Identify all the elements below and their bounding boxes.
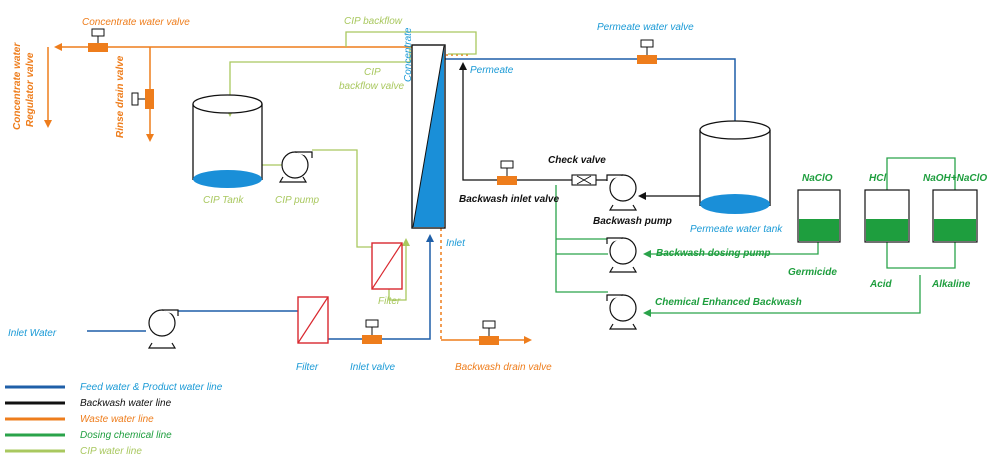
- permeate-tank-label: Permeate water tank: [690, 224, 783, 235]
- permeate-water-valve: [637, 39, 657, 64]
- naoh-naclo-tank: [932, 189, 978, 243]
- alkaline-label: Alkaline: [931, 279, 971, 290]
- concentrate-label: Concentrate: [403, 27, 414, 82]
- naclo-label: NaClO: [802, 173, 833, 184]
- permeate-water-tank: [699, 120, 771, 214]
- backwash-lines: [459, 62, 700, 200]
- legend-label-waste: Waste water line: [80, 414, 154, 425]
- legend-label-cip: CIP water line: [80, 446, 142, 457]
- cip-backflow-valve-label-1: CIP: [364, 67, 381, 78]
- cip-lines: [226, 31, 477, 301]
- cip-backflow-label: CIP backflow: [344, 16, 403, 27]
- legend: Feed water & Product water line Backwash…: [5, 382, 223, 457]
- acid-label: Acid: [869, 279, 893, 290]
- ceb-pump: [606, 294, 638, 330]
- backwash-dosing-pump: [606, 237, 638, 273]
- concentrate-valve-label: Concentrate water valve: [82, 17, 190, 28]
- cip-tank: [192, 94, 263, 188]
- backwash-pump-label: Backwash pump: [593, 216, 672, 227]
- upper-filter: [371, 242, 403, 290]
- feed-lines: [87, 58, 739, 340]
- inlet-label: Inlet: [446, 238, 466, 249]
- regulator-valve-label-1: Concentrate water: [12, 42, 23, 130]
- hcl-tank: [864, 189, 910, 243]
- cip-tank-label: CIP Tank: [203, 195, 244, 206]
- naoh-naclo-label: NaOH+NaClO: [923, 173, 987, 184]
- cip-backflow-valve-label-2: backflow valve: [339, 81, 404, 92]
- cip-pump: [278, 151, 313, 183]
- inlet-water-label: Inlet Water: [8, 328, 57, 339]
- legend-label-dosing: Dosing chemical line: [80, 430, 172, 441]
- check-valve-label: Check valve: [548, 155, 606, 166]
- inlet-valve-label: Inlet valve: [350, 362, 395, 373]
- concentrate-water-valve: [88, 28, 108, 52]
- inlet-pump: [147, 309, 179, 349]
- naclo-tank: [797, 189, 841, 243]
- permeate-label: Permeate: [470, 65, 514, 76]
- backwash-pump: [606, 174, 638, 211]
- lower-filter: [297, 296, 329, 344]
- germicide-label: Germicide: [788, 267, 837, 278]
- hcl-label: HCl: [869, 173, 886, 184]
- regulator-valve-label-2: Regulator valve: [25, 52, 36, 127]
- rinse-drain-valve-label: Rinse drain valve: [115, 55, 126, 138]
- ceb-label: Chemical Enhanced Backwash: [655, 297, 802, 308]
- backwash-drain-valve: [479, 320, 499, 345]
- upper-filter-label: Filter: [378, 296, 401, 307]
- legend-label-backwash: Backwash water line: [80, 398, 172, 409]
- lower-filter-label: Filter: [296, 362, 319, 373]
- rinse-drain-valve: [131, 89, 154, 109]
- permeate-valve-label: Permeate water valve: [597, 22, 694, 33]
- cip-pump-label: CIP pump: [275, 195, 320, 206]
- check-valve: [571, 174, 597, 186]
- backwash-inlet-valve: [497, 160, 517, 185]
- backwash-dosing-pump-label: Backwash dosing pump: [656, 248, 770, 259]
- dosing-lines: [555, 157, 956, 317]
- backwash-inlet-valve-label: Backwash inlet valve: [459, 194, 559, 205]
- legend-label-feed: Feed water & Product water line: [80, 382, 223, 393]
- inlet-valve: [362, 319, 382, 344]
- backwash-drain-valve-label: Backwash drain valve: [455, 362, 552, 373]
- uf-membrane-module: [411, 44, 446, 229]
